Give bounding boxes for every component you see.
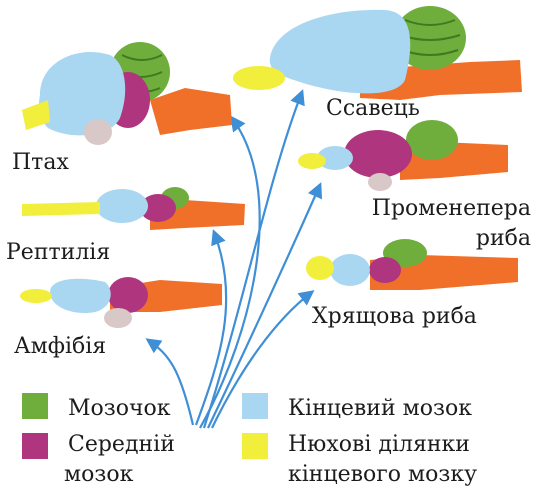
ray-finned-cerebellum: [406, 120, 458, 160]
evolution-arrows: [148, 92, 320, 428]
ray-finned-olfactory: [298, 153, 326, 169]
bird-telencephalon: [39, 52, 125, 135]
amphibian-brain: [20, 277, 222, 328]
label-mammal: Ссавець: [326, 98, 420, 120]
label-ray-finned-fish-2: риба: [476, 228, 531, 250]
bird-brain: [22, 42, 232, 145]
amphibian-olfactory: [20, 289, 52, 303]
ray-finned-fish-brain: [298, 120, 508, 191]
bird-pituitary: [84, 119, 112, 145]
amphibian-midbrain: [108, 277, 148, 313]
legend-label-olfactory-2: кінцевого мозку: [288, 462, 477, 487]
legend-label-olfactory-1: Нюхові ділянки: [288, 432, 470, 457]
ray-finned-midbrain: [344, 130, 412, 178]
mammal-brain: [233, 6, 522, 100]
bird-hindbrain: [150, 88, 232, 135]
legend-label-cerebellum: Мозочок: [68, 396, 171, 421]
cartilaginous-olfactory: [306, 256, 334, 280]
legend-swatch-cerebellum: [22, 393, 48, 419]
arrow-to-reptile: [196, 232, 226, 425]
mammal-telencephalon: [270, 10, 410, 94]
reptile-brain: [22, 187, 245, 230]
legend-swatch-olfactory: [242, 433, 268, 459]
legend-swatch-midbrain: [22, 433, 48, 459]
legend-label-midbrain-2: мозок: [64, 462, 133, 487]
amphibian-pituitary: [104, 308, 132, 328]
label-amphibian: Амфібія: [14, 336, 106, 358]
label-ray-finned-fish-1: Променепера: [372, 198, 531, 220]
legend-swatch-telencephalon: [242, 393, 268, 419]
legend-label-telencephalon: Кінцевий мозок: [288, 396, 472, 421]
label-bird: Птах: [12, 152, 69, 174]
legend-label-midbrain-1: Середній: [68, 432, 175, 457]
mammal-olfactory: [233, 66, 285, 90]
cartilaginous-telencephalon: [330, 254, 370, 286]
reptile-telencephalon: [96, 189, 148, 223]
cartilaginous-midbrain: [369, 257, 401, 283]
amphibian-telencephalon: [50, 279, 111, 313]
label-cartilaginous-fish: Хрящова риба: [312, 306, 477, 328]
ray-finned-pituitary: [368, 173, 392, 191]
reptile-olfactory: [22, 202, 100, 216]
label-reptile: Рептилія: [6, 242, 110, 264]
